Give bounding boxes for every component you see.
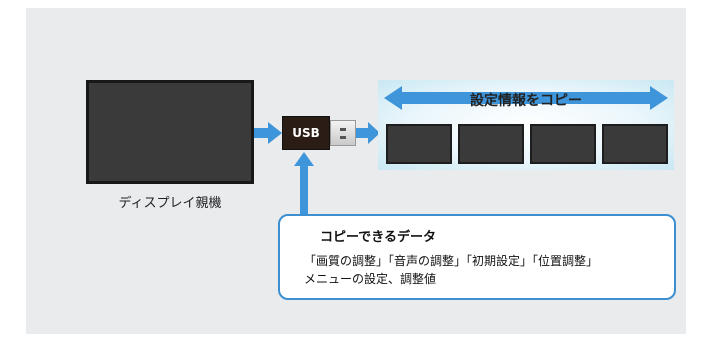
copy-title: 設定情報をコピー bbox=[470, 93, 582, 109]
arrow-to-copy-area bbox=[356, 122, 380, 144]
parent-display-label: ディスプレイ親機 bbox=[118, 196, 222, 211]
usb-stick: USB bbox=[282, 116, 330, 150]
usb-plug-icon bbox=[330, 120, 356, 146]
callout-line-2: メニューの設定、調整値 bbox=[304, 272, 437, 286]
diagram-canvas: ディスプレイ親機 USB 設定情報をコピー コピーできるデータ 「画質の調整」「… bbox=[26, 8, 686, 334]
arrow-up-to-usb bbox=[294, 152, 314, 216]
callout-line-1: 「画質の調整」「音声の調整」「初期設定」「位置調整」 bbox=[304, 254, 599, 268]
double-arrow-icon bbox=[384, 86, 668, 110]
child-display-2 bbox=[458, 124, 524, 164]
child-display-4 bbox=[602, 124, 668, 164]
child-display-1 bbox=[386, 124, 452, 164]
parent-display bbox=[86, 80, 254, 184]
arrow-to-usb bbox=[254, 122, 282, 144]
child-display-3 bbox=[530, 124, 596, 164]
usb-label: USB bbox=[292, 126, 320, 140]
copy-destination-area: 設定情報をコピー bbox=[378, 80, 674, 170]
copyable-data-callout: コピーできるデータ 「画質の調整」「音声の調整」「初期設定」「位置調整」 メニュ… bbox=[278, 214, 676, 300]
callout-title: コピーできるデータ bbox=[320, 230, 436, 245]
